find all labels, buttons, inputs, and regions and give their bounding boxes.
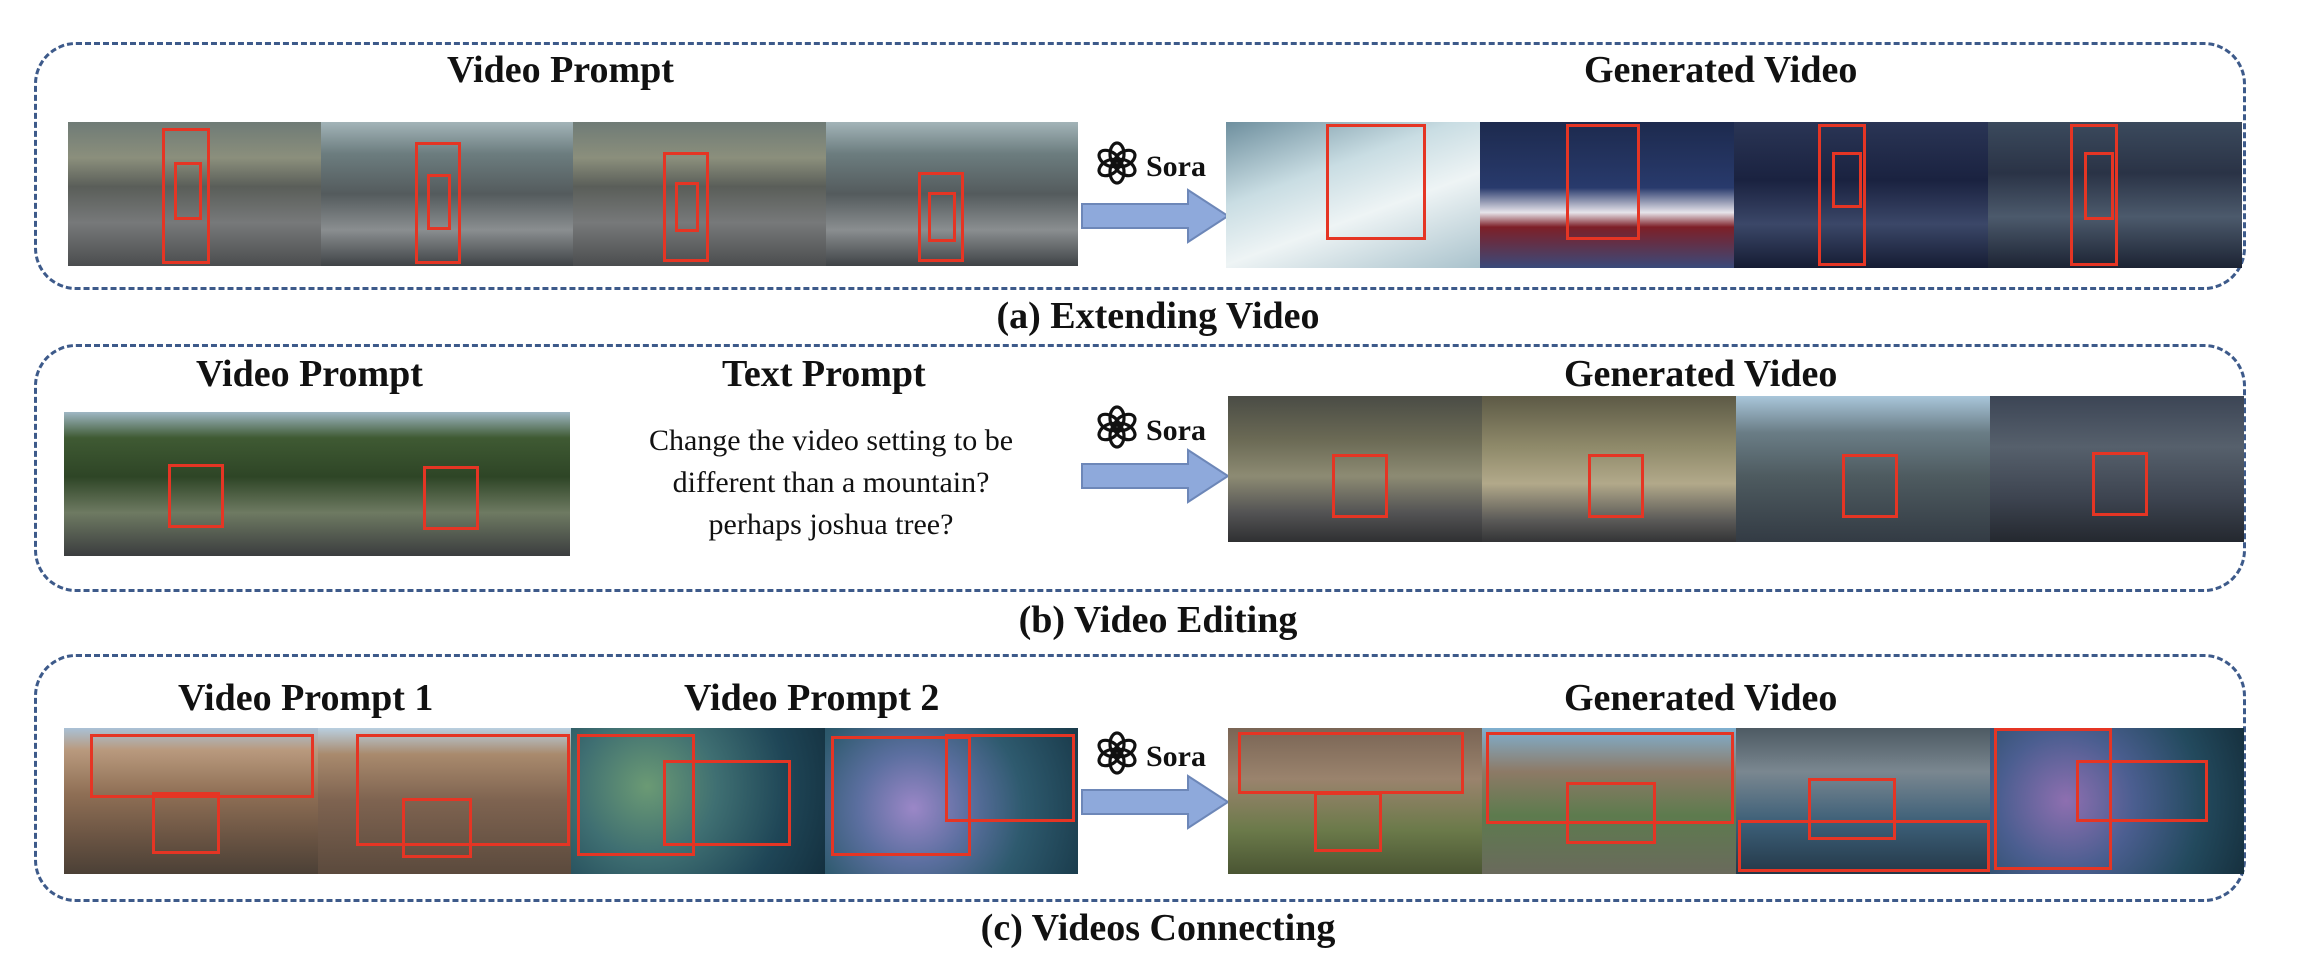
video-frame [1482, 728, 1736, 874]
generated-video-frames [1228, 728, 2244, 874]
bounding-box [162, 128, 210, 264]
sora-label: Sora [1094, 730, 1206, 784]
bounding-box [1332, 454, 1388, 518]
video-frame [573, 122, 826, 266]
bounding-box [1588, 454, 1644, 518]
video-frame [1480, 122, 1734, 268]
video-frame [317, 728, 571, 874]
video-frame [1482, 396, 1736, 542]
bounding-box [1326, 124, 1426, 240]
video-frame [1734, 122, 1988, 268]
bounding-box [2076, 760, 2208, 822]
video-frame [1990, 728, 2244, 874]
bounding-box [663, 760, 791, 846]
bounding-box [1818, 124, 1866, 266]
video-frame [64, 728, 318, 874]
generated-video-frames [1228, 396, 2244, 542]
video-frame [1226, 122, 1480, 268]
bounding-box [152, 792, 220, 854]
right-arrow-icon [1081, 188, 1230, 244]
openai-logo-icon [1094, 730, 1140, 784]
text-prompt-line: different than a mountain? [672, 466, 990, 499]
bounding-box [174, 162, 202, 220]
bounding-box [663, 152, 709, 262]
bounding-box [917, 172, 964, 262]
video-prompt-heading: Video Prompt [196, 353, 423, 395]
video-frame [64, 412, 317, 556]
video-frame [317, 412, 570, 556]
bounding-box [401, 798, 472, 858]
caption-extending-video: (a) Extending Video [996, 295, 1320, 337]
bounding-box [355, 734, 570, 846]
bounding-box [423, 466, 479, 530]
sora-text: Sora [1146, 150, 1206, 183]
sora-label: Sora [1094, 404, 1206, 458]
bounding-box [1738, 820, 1990, 872]
bounding-box [830, 736, 971, 856]
bounding-box [1238, 732, 1464, 794]
generated-video-heading: Generated Video [1564, 677, 1838, 719]
bounding-box [414, 142, 461, 264]
video-frame [1988, 122, 2242, 268]
bounding-box [1808, 778, 1896, 840]
generated-video-frames [1226, 122, 2242, 268]
sora-label: Sora [1094, 140, 1206, 194]
right-arrow-icon [1081, 448, 1230, 504]
bounding-box [90, 734, 314, 798]
bounding-box [1314, 792, 1382, 852]
bounding-box [944, 734, 1075, 822]
caption-video-editing: (b) Video Editing [1018, 599, 1298, 641]
text-prompt-heading: Text Prompt [722, 353, 926, 395]
video-prompt-2-heading: Video Prompt 2 [684, 677, 940, 719]
video-frame [1736, 396, 1990, 542]
text-prompt-line: Change the video setting to be [648, 424, 1014, 457]
bounding-box [168, 464, 224, 528]
openai-logo-icon [1094, 404, 1140, 458]
caption-videos-connecting: (c) Videos Connecting [980, 907, 1336, 949]
bounding-box [2084, 152, 2114, 220]
text-prompt-line: perhaps joshua tree? [708, 508, 954, 541]
bounding-box [2070, 124, 2118, 266]
generated-video-heading: Generated Video [1584, 49, 1858, 91]
bounding-box [2092, 452, 2148, 516]
bounding-box [927, 192, 956, 242]
video-prompt-frames [64, 412, 570, 556]
sora-text: Sora [1146, 740, 1206, 773]
openai-logo-icon [1094, 140, 1140, 194]
bounding-box [675, 182, 699, 232]
video-prompt-1-heading: Video Prompt 1 [178, 677, 434, 719]
video-frame [571, 728, 825, 874]
videos-connecting-panel [34, 654, 2246, 902]
video-prompt-frames [68, 122, 1078, 266]
video-frame [68, 122, 321, 266]
bounding-box [577, 734, 695, 856]
bounding-box [426, 174, 451, 230]
bounding-box [1566, 124, 1640, 240]
bounding-box [1486, 732, 1734, 824]
bounding-box [1842, 454, 1898, 518]
bounding-box [1566, 782, 1656, 844]
right-arrow-icon [1081, 774, 1230, 830]
video-prompt-frames [64, 728, 1078, 874]
bounding-box [1994, 728, 2112, 870]
video-frame [1228, 396, 1482, 542]
video-frame [1990, 396, 2244, 542]
video-frame [320, 122, 573, 266]
video-editing-panel [34, 344, 2246, 592]
bounding-box [1832, 152, 1862, 208]
video-frame [825, 122, 1078, 266]
extending-video-panel [34, 42, 2246, 290]
video-frame [824, 728, 1078, 874]
generated-video-heading: Generated Video [1564, 353, 1838, 395]
sora-text: Sora [1146, 414, 1206, 447]
text-prompt: Change the video setting to be different… [598, 420, 1064, 546]
video-frame [1228, 728, 1482, 874]
video-frame [1736, 728, 1990, 874]
video-prompt-heading: Video Prompt [447, 49, 674, 91]
